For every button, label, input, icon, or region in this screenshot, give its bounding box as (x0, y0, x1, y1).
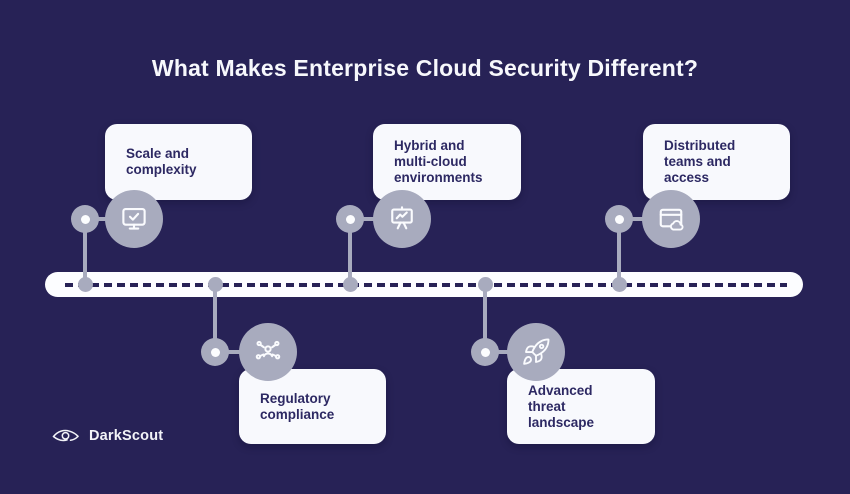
card-advanced-threat: Advanced threat landscape (507, 369, 655, 444)
connector-vline (483, 284, 487, 352)
icon-circle (642, 190, 700, 248)
connector-node (336, 205, 364, 233)
connector-node (605, 205, 633, 233)
timeline-dot (207, 277, 223, 292)
item-card-label: Scale and complexity (126, 146, 197, 177)
timeline-dot (611, 277, 627, 292)
timeline-dot (77, 277, 93, 292)
brand-name: DarkScout (89, 428, 164, 444)
darkscout-logo-icon (52, 429, 79, 442)
card-regulatory-compliance: Regulatory compliance (239, 369, 386, 444)
connector-node (201, 338, 229, 366)
connector-vline (617, 219, 621, 285)
card-hybrid-multicloud: Hybrid and multi-cloud environments (373, 124, 521, 200)
timeline-dashed-line (65, 283, 787, 287)
item-card-label: Distributed teams and access (664, 138, 736, 185)
icon-circle (373, 190, 431, 248)
icon-circle (507, 323, 565, 381)
connector-node (471, 338, 499, 366)
timeline-dot (477, 277, 493, 292)
icon-circle (105, 190, 163, 248)
connector-vline (83, 219, 87, 285)
timeline-bar (45, 272, 803, 297)
item-card-label: Advanced threat landscape (528, 382, 595, 430)
browser-cloud-icon (659, 208, 684, 231)
rocket-icon (523, 338, 550, 365)
user-network-icon (255, 340, 281, 360)
timeline-dot (342, 277, 358, 292)
connector-vline (348, 219, 352, 285)
monitor-check-icon (122, 207, 146, 230)
card-scale-complexity: Scale and complexity (105, 124, 252, 200)
item-card-label: Regulatory compliance (260, 390, 335, 422)
page-title: What Makes Enterprise Cloud Security Dif… (151, 55, 699, 81)
card-distributed-teams: Distributed teams and access (643, 124, 790, 200)
brand-logo: DarkScout (51, 426, 163, 446)
connector-vline (213, 284, 217, 352)
connector-node (71, 205, 99, 233)
icon-circle (239, 323, 297, 381)
presentation-chart-icon (391, 206, 413, 230)
item-card-label: Hybrid and multi-cloud environments (394, 138, 483, 185)
